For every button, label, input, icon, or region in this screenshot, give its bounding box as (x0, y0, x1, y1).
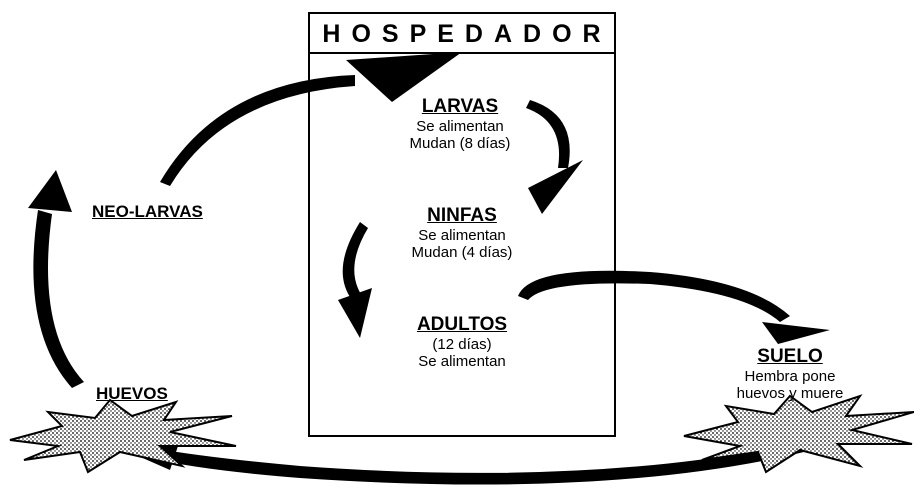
adultos-line1: (12 días) (432, 336, 492, 353)
stage-adultos: ADULTOS (12 días) Se alimentan (362, 314, 562, 370)
egg-cluster-burst-icon (9, 398, 237, 474)
larvas-line1: Se alimentan (416, 118, 504, 135)
arrowhead-icon (528, 160, 583, 214)
stage-ninfas: NINFAS Se alimentan Mudan (4 días) (362, 205, 562, 261)
arrowhead-icon (346, 52, 462, 102)
arrowhead-icon (28, 170, 72, 212)
curved-arrow-icon (518, 270, 790, 322)
adultos-title: ADULTOS (416, 314, 508, 335)
larvas-line2: Mudan (8 días) (409, 135, 511, 152)
ninfas-title: NINFAS (427, 205, 497, 226)
stage-suelo: SUELO Hembra pone huevos y muere (690, 346, 890, 402)
arrowhead-icon (762, 322, 830, 344)
curved-arrow-icon (160, 75, 355, 186)
curved-arrow-icon (342, 222, 368, 300)
curved-arrow-icon (526, 100, 570, 168)
host-box: HOSPEDADOR (308, 12, 616, 437)
neo-larvas-label: NEO-LARVAS (92, 202, 203, 221)
huevos-label: HUEVOS (96, 384, 168, 403)
larvas-title: LARVAS (421, 96, 499, 117)
adultos-line2: Se alimentan (418, 353, 506, 370)
curved-arrow-icon (33, 210, 84, 388)
suelo-line1: Hembra pone (744, 368, 836, 385)
host-title: HOSPEDADOR (310, 14, 614, 54)
ninfas-line2: Mudan (4 días) (411, 244, 513, 261)
suelo-title: SUELO (757, 346, 823, 367)
arrowhead-icon (338, 288, 372, 338)
suelo-line2: huevos y muere (736, 385, 844, 402)
ninfas-line1: Se alimentan (418, 227, 506, 244)
stage-larvas: LARVAS Se alimentan Mudan (8 días) (360, 96, 560, 152)
curved-arrow-icon (150, 440, 820, 485)
egg-cluster-burst-icon (683, 394, 914, 474)
